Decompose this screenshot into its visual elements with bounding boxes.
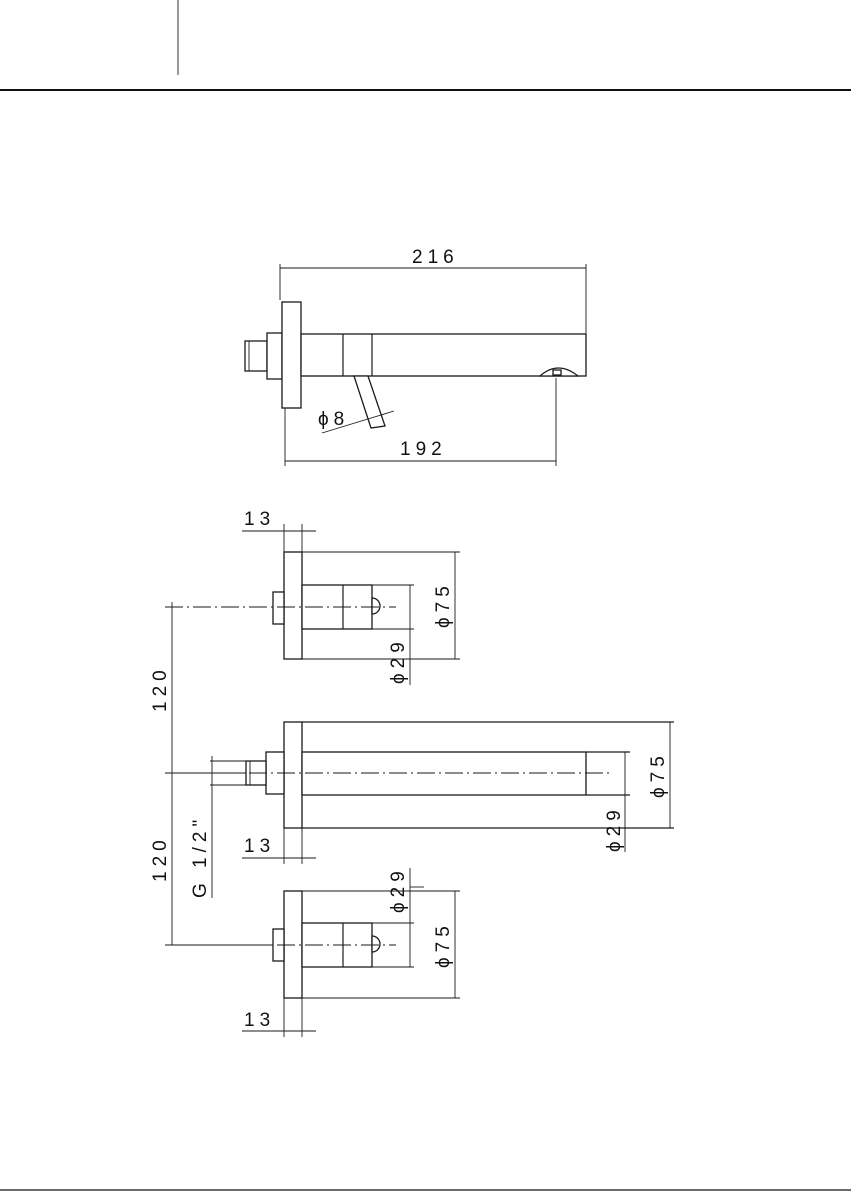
top-phi75-label: ϕ75 bbox=[433, 581, 454, 628]
top-valve-connector bbox=[273, 592, 284, 624]
spout-tube bbox=[302, 752, 586, 795]
dim-13-top-label: 13 bbox=[244, 509, 275, 530]
thread-size-label: G 1/2" bbox=[190, 815, 211, 898]
dim-13-mid-label: 13 bbox=[244, 836, 275, 857]
handle-lever bbox=[354, 376, 385, 428]
bottom-phi29-label: ϕ29 bbox=[388, 866, 409, 913]
connector-hex bbox=[267, 333, 282, 379]
spout-phi29-label: ϕ29 bbox=[604, 805, 625, 852]
dim-120-lower-label: 120 bbox=[150, 835, 171, 882]
side-flange bbox=[282, 302, 301, 408]
dim-216-label: 216 bbox=[412, 247, 459, 268]
spout-body bbox=[301, 334, 586, 376]
top-valve-knob bbox=[372, 598, 380, 614]
bottom-valve-rosette bbox=[284, 891, 302, 998]
bottom-phi75-label: ϕ75 bbox=[433, 921, 454, 968]
spout-phi75-label: ϕ75 bbox=[648, 751, 669, 798]
dim-13-bottom-label: 13 bbox=[244, 1010, 275, 1031]
top-phi29-label: ϕ29 bbox=[388, 637, 409, 684]
dim-phi8-label: ϕ8 bbox=[318, 409, 349, 430]
top-valve-rosette bbox=[284, 552, 302, 659]
spout-rosette bbox=[284, 722, 302, 828]
aerator-insert bbox=[553, 370, 561, 375]
top-valve: 13 ϕ29 ϕ75 bbox=[165, 509, 460, 685]
thread-nut bbox=[245, 341, 267, 371]
dim-192-label: 192 bbox=[400, 439, 447, 460]
dim-120-upper-label: 120 bbox=[150, 665, 171, 712]
spout-plan: G 1/2" 13 ϕ29 ϕ75 bbox=[165, 722, 674, 898]
bottom-valve-knob bbox=[372, 936, 380, 952]
plan-view: 13 ϕ29 ϕ75 120 120 bbox=[150, 509, 674, 1037]
side-view: 216 ϕ8 192 bbox=[245, 247, 586, 466]
